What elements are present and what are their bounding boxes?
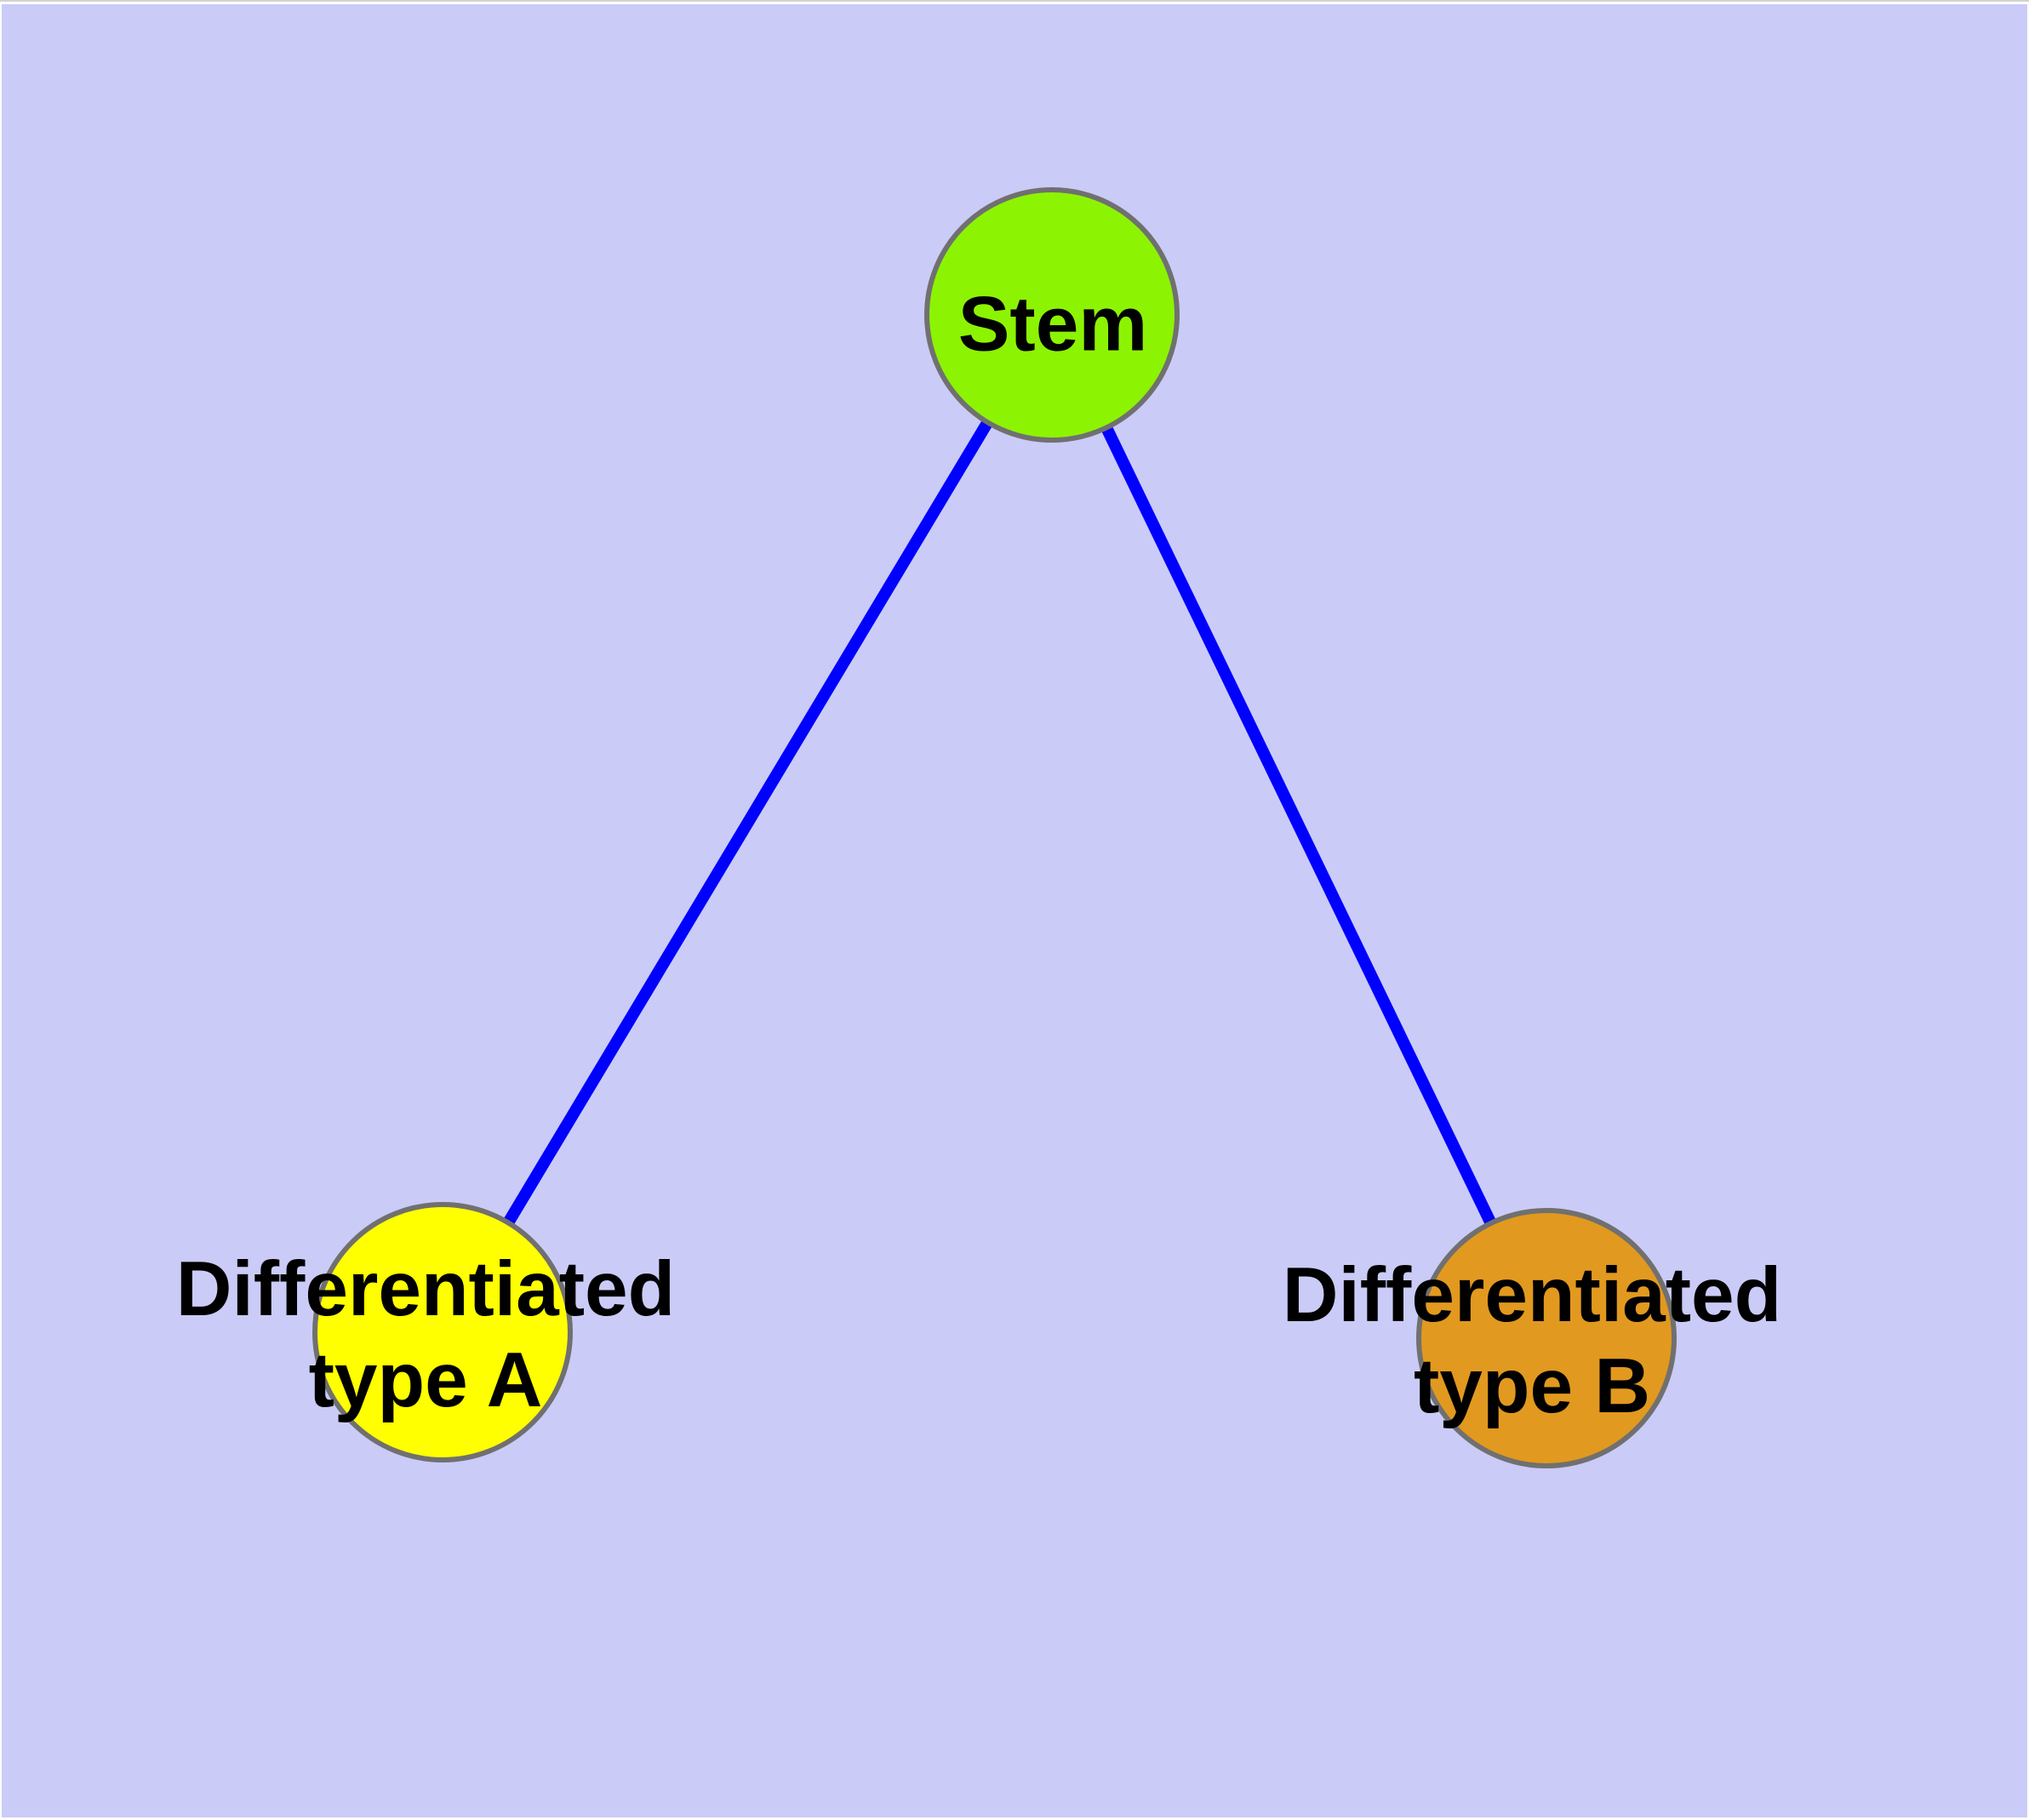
edge-stem-to-type-b — [1046, 312, 1552, 1342]
node-type-b-circle — [1416, 1208, 1677, 1468]
canvas-top-border — [0, 0, 2029, 2]
edge-stem-to-type-a — [437, 312, 1058, 1336]
node-stem-circle — [924, 187, 1180, 443]
node-type-a-circle — [312, 1202, 573, 1462]
